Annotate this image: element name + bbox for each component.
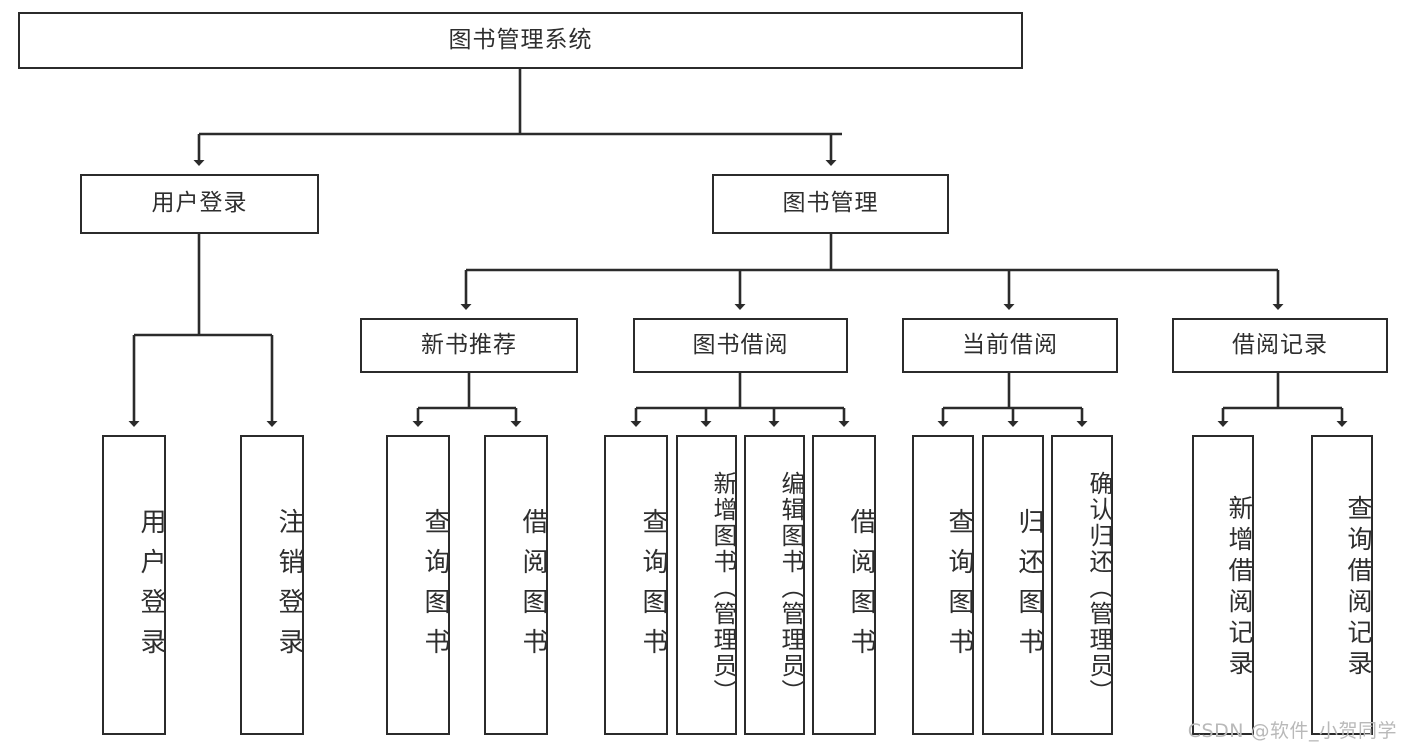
- node-user-login[interactable]: 用户登录: [80, 174, 319, 234]
- node-leaf-add-book-admin[interactable]: 新增图书（管理员）: [676, 435, 737, 735]
- node-new-book-recommend[interactable]: 新书推荐: [360, 318, 578, 373]
- node-leaf-edit-book-admin[interactable]: 编辑图书（管理员）: [744, 435, 805, 735]
- node-leaf-borrow-book[interactable]: 借阅图书: [812, 435, 876, 735]
- node-root-system[interactable]: 图书管理系统: [18, 12, 1023, 69]
- node-leaf-user-logout[interactable]: 注销登录: [240, 435, 304, 735]
- node-leaf-return-book[interactable]: 归还图书: [982, 435, 1044, 735]
- node-leaf-query-book-borrow[interactable]: 查询图书: [604, 435, 668, 735]
- node-leaf-user-login[interactable]: 用户登录: [102, 435, 166, 735]
- node-leaf-query-borrow-record[interactable]: 查询借阅记录: [1311, 435, 1373, 735]
- node-book-manage[interactable]: 图书管理: [712, 174, 949, 234]
- node-current-borrow[interactable]: 当前借阅: [902, 318, 1118, 373]
- node-book-borrow[interactable]: 图书借阅: [633, 318, 848, 373]
- node-leaf-borrow-book-recommend[interactable]: 借阅图书: [484, 435, 548, 735]
- node-borrow-record[interactable]: 借阅记录: [1172, 318, 1388, 373]
- node-leaf-query-book-recommend[interactable]: 查询图书: [386, 435, 450, 735]
- watermark-text: CSDN @软件_小贺同学: [1187, 720, 1397, 742]
- node-leaf-query-book-current[interactable]: 查询图书: [912, 435, 974, 735]
- node-leaf-confirm-return-admin[interactable]: 确认归还（管理员）: [1051, 435, 1113, 735]
- node-leaf-add-borrow-record[interactable]: 新增借阅记录: [1192, 435, 1254, 735]
